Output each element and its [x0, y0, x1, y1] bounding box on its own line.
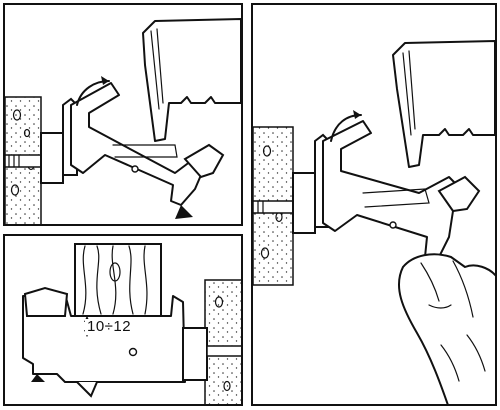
clip-body — [70, 82, 225, 219]
skirting-board — [392, 40, 495, 168]
wall-section — [204, 279, 241, 404]
panel-top-left — [3, 3, 243, 226]
wall-plug — [5, 154, 50, 168]
panel-right — [251, 3, 497, 406]
clip-body — [322, 120, 481, 262]
panel-bottom-left: 10÷12 — [3, 234, 243, 406]
skirting-board — [142, 18, 241, 142]
clip-body — [22, 286, 241, 398]
hand-illustration — [398, 253, 495, 404]
wood-profile — [74, 243, 162, 317]
gap-measure-label: 10÷12 — [85, 318, 134, 335]
